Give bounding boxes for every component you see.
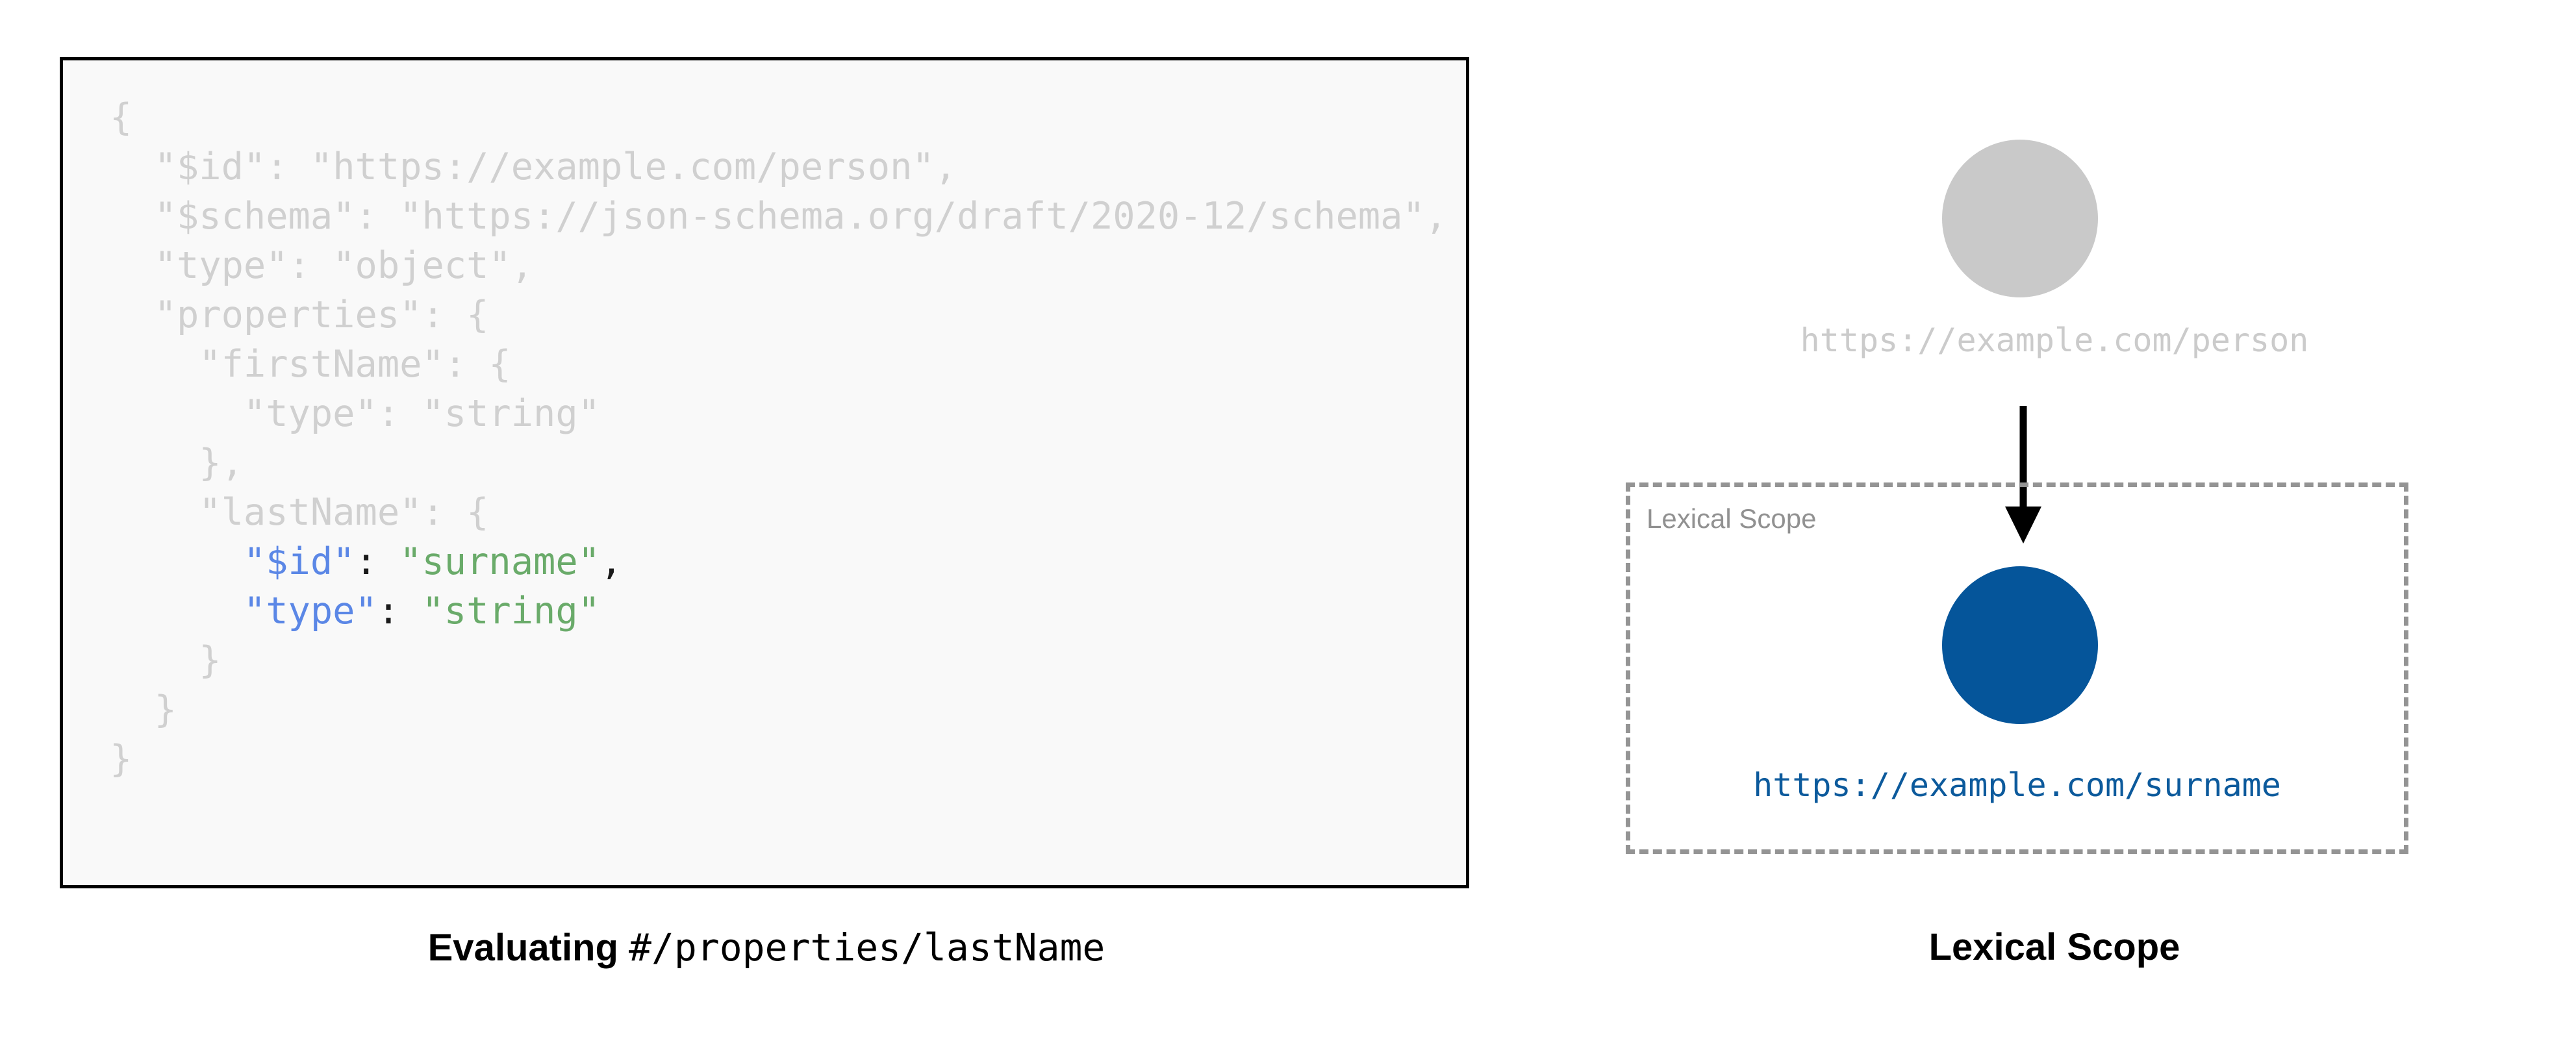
code-token-key: "type" xyxy=(243,392,377,435)
code-token-punct: : { xyxy=(422,491,489,534)
caption-evaluating-label: Evaluating xyxy=(427,927,618,969)
code-token-punct: }, xyxy=(199,442,244,484)
code-token-punct: } xyxy=(110,738,133,781)
code-token-punct: : xyxy=(288,244,333,287)
code-token-punct: : xyxy=(377,392,422,435)
code-token-key: "$id" xyxy=(243,540,355,583)
code-line: "$id": "surname", xyxy=(110,537,1447,586)
code-line: } xyxy=(110,636,1447,685)
code-token-punct: , xyxy=(600,540,623,583)
code-line: "$schema": "https://json-schema.org/draf… xyxy=(110,192,1447,241)
code-line: "type": "string" xyxy=(110,586,1447,636)
code-token-punct: , xyxy=(1424,195,1448,238)
code-line: }, xyxy=(110,438,1447,488)
code-line: "type": "string" xyxy=(110,389,1447,438)
code-line: "lastName": { xyxy=(110,488,1447,537)
code-lines: { "$id": "https://example.com/person", "… xyxy=(110,93,1447,784)
code-token-str: "surname" xyxy=(399,540,600,583)
lexical-scope-diagram: https://example.com/person Lexical Scope… xyxy=(1533,0,2576,1039)
code-token-key: "type" xyxy=(154,244,288,287)
code-line: "properties": { xyxy=(110,290,1447,340)
outer-schema-node-circle xyxy=(1942,140,2098,297)
caption-evaluating-pointer: #/properties/lastName xyxy=(629,925,1105,970)
lexical-scope-box-title: Lexical Scope xyxy=(1647,503,1817,534)
code-token-punct: , xyxy=(511,244,534,287)
downward-arrow-icon xyxy=(2005,406,2041,544)
code-token-punct: : { xyxy=(422,294,489,336)
code-token-key: "$id" xyxy=(154,145,266,188)
code-token-key: "lastName" xyxy=(199,491,422,534)
code-token-key: "properties" xyxy=(154,294,422,336)
code-line: } xyxy=(110,685,1447,734)
code-token-punct: : { xyxy=(444,343,511,386)
caption-lexical-scope: Lexical Scope xyxy=(1928,926,2180,968)
code-token-str: "string" xyxy=(422,590,600,632)
code-line: "firstName": { xyxy=(110,340,1447,389)
code-token-punct: : xyxy=(355,195,400,238)
code-token-punct: , xyxy=(934,145,957,188)
code-token-punct: } xyxy=(154,688,177,731)
caption-evaluating: Evaluating #/properties/lastName xyxy=(0,925,1533,970)
code-token-punct: : xyxy=(355,540,400,583)
code-token-punct: : xyxy=(377,590,422,632)
code-token-punct: } xyxy=(199,639,221,682)
code-token-punct: { xyxy=(110,96,133,139)
code-token-str: "https://example.com/person" xyxy=(310,145,935,188)
code-token-key: "$schema" xyxy=(154,195,355,238)
code-line: "$id": "https://example.com/person", xyxy=(110,142,1447,192)
code-token-key: "type" xyxy=(243,590,377,632)
code-line: "type": "object", xyxy=(110,241,1447,290)
code-block: { "$id": "https://example.com/person", "… xyxy=(60,57,1469,888)
code-token-str: "string" xyxy=(422,392,600,435)
lexical-scope-box xyxy=(1626,482,2408,854)
inner-schema-node-circle xyxy=(1942,566,2098,724)
code-token-key: "firstName" xyxy=(199,343,444,386)
code-token-punct: : xyxy=(266,145,310,188)
code-line: } xyxy=(110,734,1447,784)
outer-schema-node-label: https://example.com/person xyxy=(1800,321,2309,359)
inner-schema-node-label: https://example.com/surname xyxy=(1753,766,2281,804)
schema-code-panel: { "$id": "https://example.com/person", "… xyxy=(0,57,1533,970)
code-line: { xyxy=(110,93,1447,142)
code-token-str: "https://json-schema.org/draft/2020-12/s… xyxy=(399,195,1425,238)
code-token-str: "object" xyxy=(333,244,511,287)
